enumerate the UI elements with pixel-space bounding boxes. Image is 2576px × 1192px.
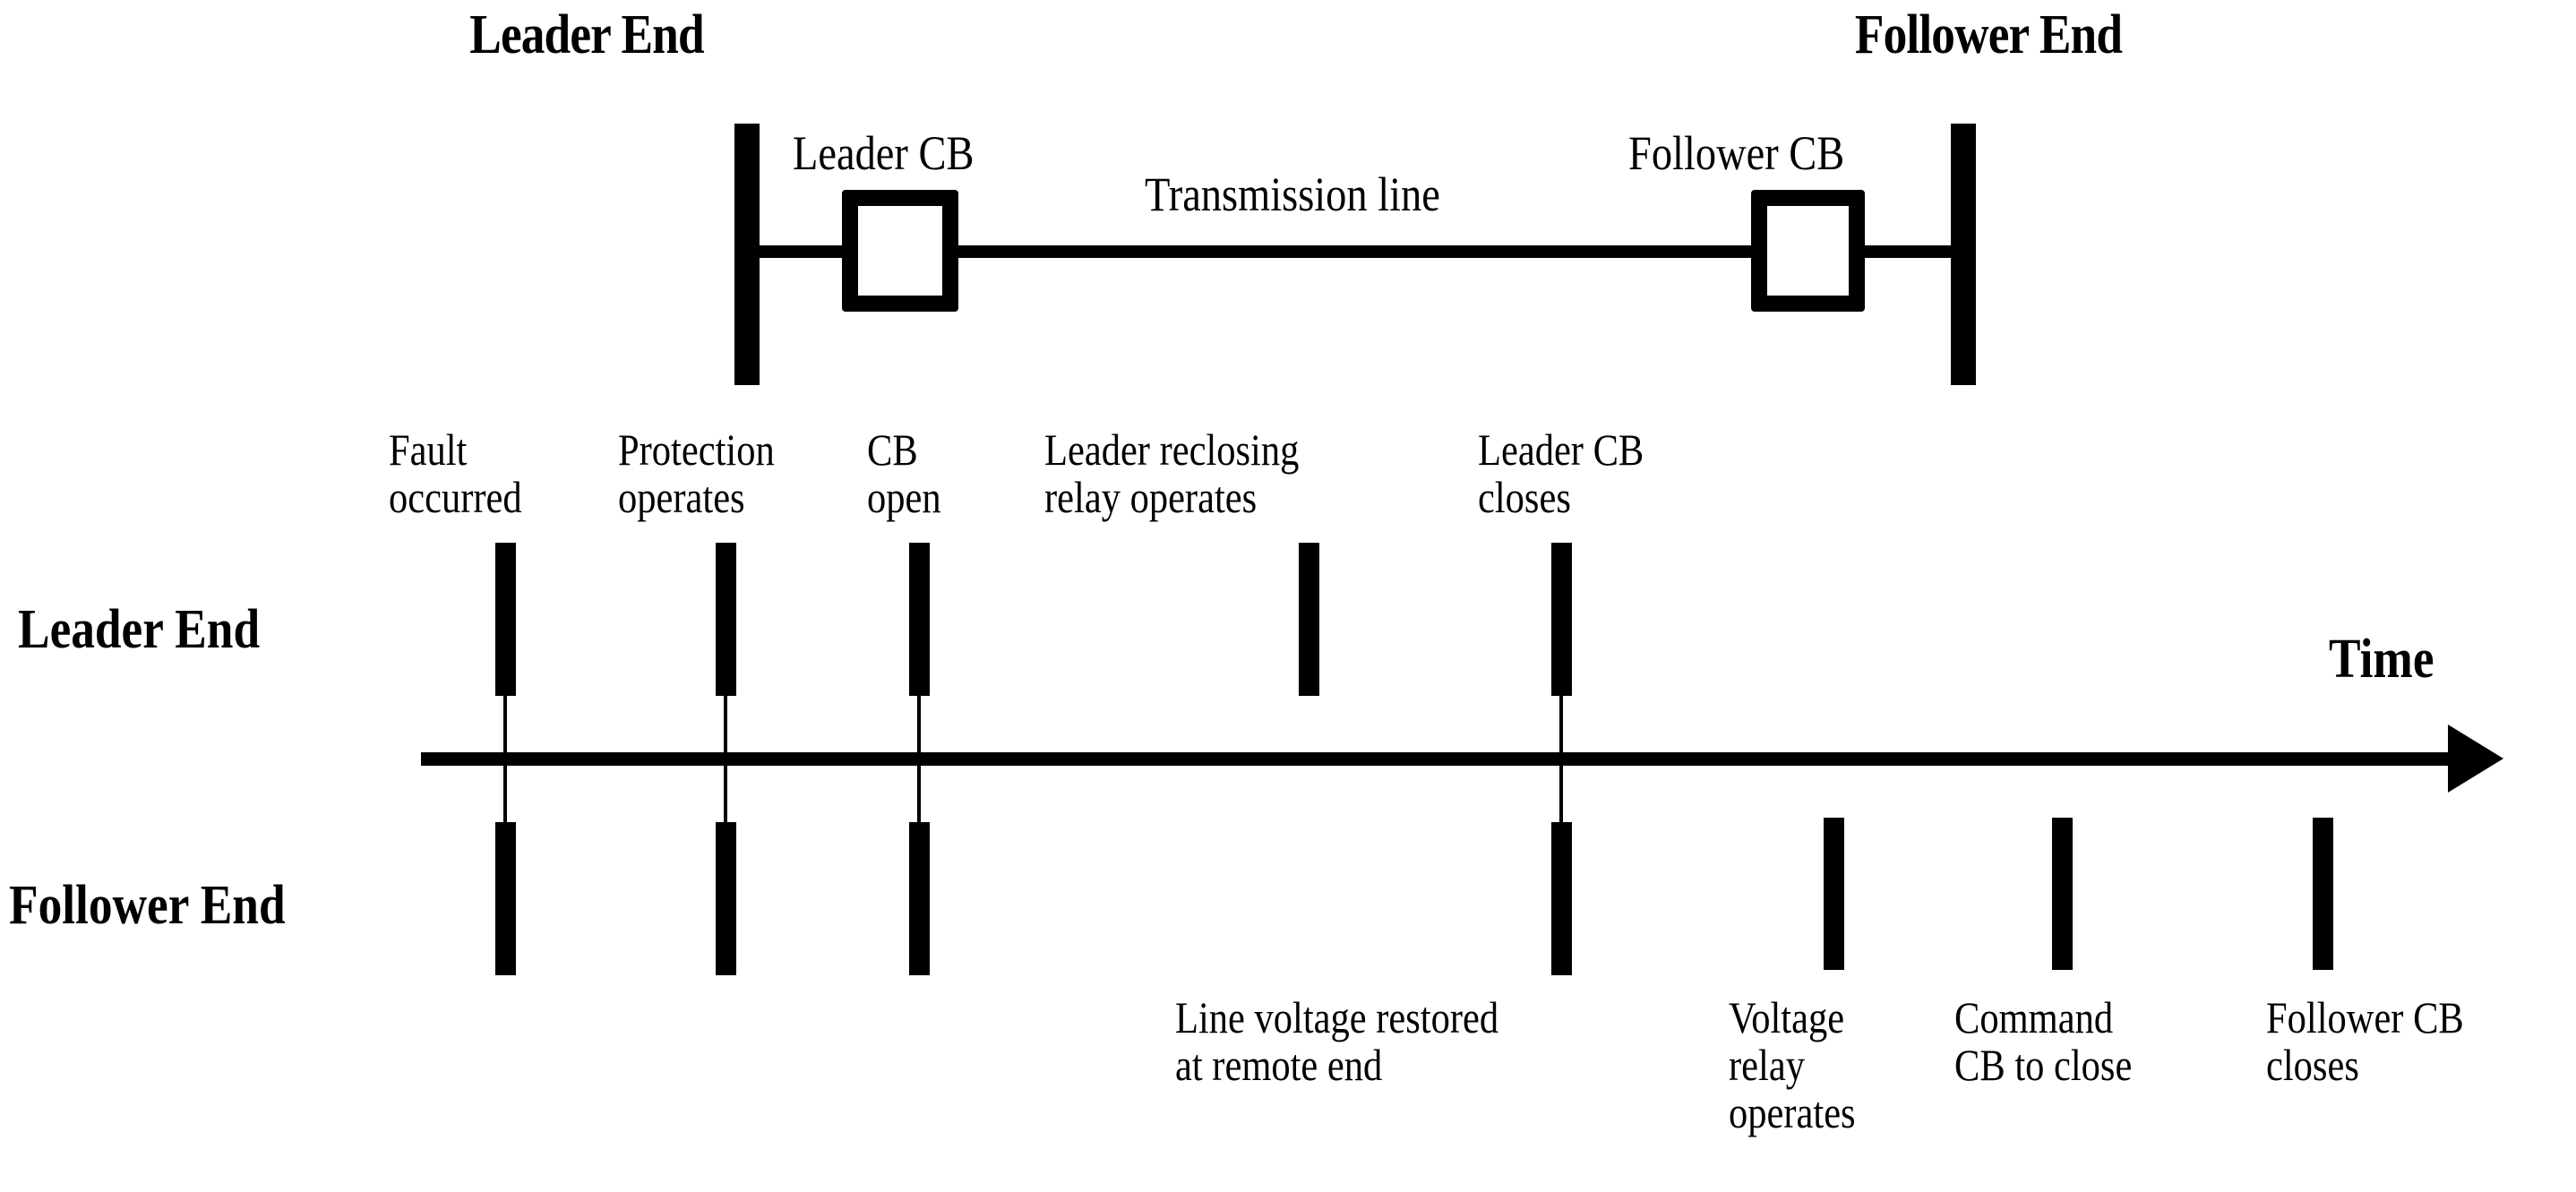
event-label-follower-cb-closes: Follower CB closes <box>2266 992 2464 1090</box>
follower-cb-box <box>1751 190 1865 312</box>
follower-tick-cb-open <box>908 822 930 975</box>
follower-tick-leader-cb-closes <box>1550 822 1572 975</box>
connector-upper-fault-occurred <box>503 696 507 754</box>
connector-lower-protection-operates <box>724 764 727 824</box>
timeline-follower-end-row-label: Follower End <box>9 875 286 936</box>
event-label-leader-reclosing-relay: Leader reclosing relay operates <box>1044 424 1300 522</box>
leader-tick-protection-operates <box>715 543 736 696</box>
leader-tick-leader-reclosing-relay <box>1298 543 1319 696</box>
event-label-fault-occurred: Fault occurred <box>389 424 522 522</box>
leader-bus-bar <box>734 124 760 385</box>
follower-only-tick-command-cb-to-close <box>2051 818 2073 970</box>
leader-tick-leader-cb-closes <box>1550 543 1572 696</box>
event-label-command-cb-to-close: Command CB to close <box>1954 992 2133 1090</box>
connector-lower-fault-occurred <box>503 764 507 824</box>
transmission-line-label: Transmission line <box>1145 167 1440 221</box>
leader-cb-label: Leader CB <box>793 126 975 180</box>
follower-tick-fault-occurred <box>494 822 516 975</box>
connector-upper-cb-open <box>917 696 921 754</box>
connector-upper-protection-operates <box>724 696 727 754</box>
time-axis-arrow-icon <box>2448 725 2503 793</box>
time-axis-label: Time <box>2329 629 2434 690</box>
leader-cb-box <box>842 190 958 312</box>
transmission-line-conductor <box>951 245 1757 258</box>
event-label-cb-open: CB open <box>867 424 941 522</box>
event-label-voltage-relay-operates: Voltage relay operates <box>1729 992 1856 1137</box>
leader-tick-cb-open <box>908 543 930 696</box>
follower-tick-protection-operates <box>715 822 736 975</box>
leader-cb-lead-conductor <box>760 245 849 258</box>
follower-cb-lead-conductor <box>1859 245 1956 258</box>
timeline-leader-end-row-label: Leader End <box>18 599 261 660</box>
connector-lower-leader-cb-closes <box>1559 764 1563 824</box>
schematic-follower-end-heading: Follower End <box>1854 4 2123 65</box>
follower-cb-label: Follower CB <box>1628 126 1845 180</box>
follower-only-tick-voltage-relay-operates <box>1823 818 1844 970</box>
schematic-leader-end-heading: Leader End <box>469 4 704 65</box>
event-label-protection-operates: Protection operates <box>618 424 775 522</box>
connector-lower-cb-open <box>917 764 921 824</box>
leader-tick-fault-occurred <box>494 543 516 696</box>
follower-only-tick-follower-cb-closes <box>2312 818 2333 970</box>
event-label-line-voltage-restored: Line voltage restored at remote end <box>1175 992 1499 1090</box>
event-label-leader-cb-closes: Leader CB closes <box>1478 424 1644 522</box>
time-axis-line <box>421 752 2452 766</box>
connector-upper-leader-cb-closes <box>1559 696 1563 754</box>
